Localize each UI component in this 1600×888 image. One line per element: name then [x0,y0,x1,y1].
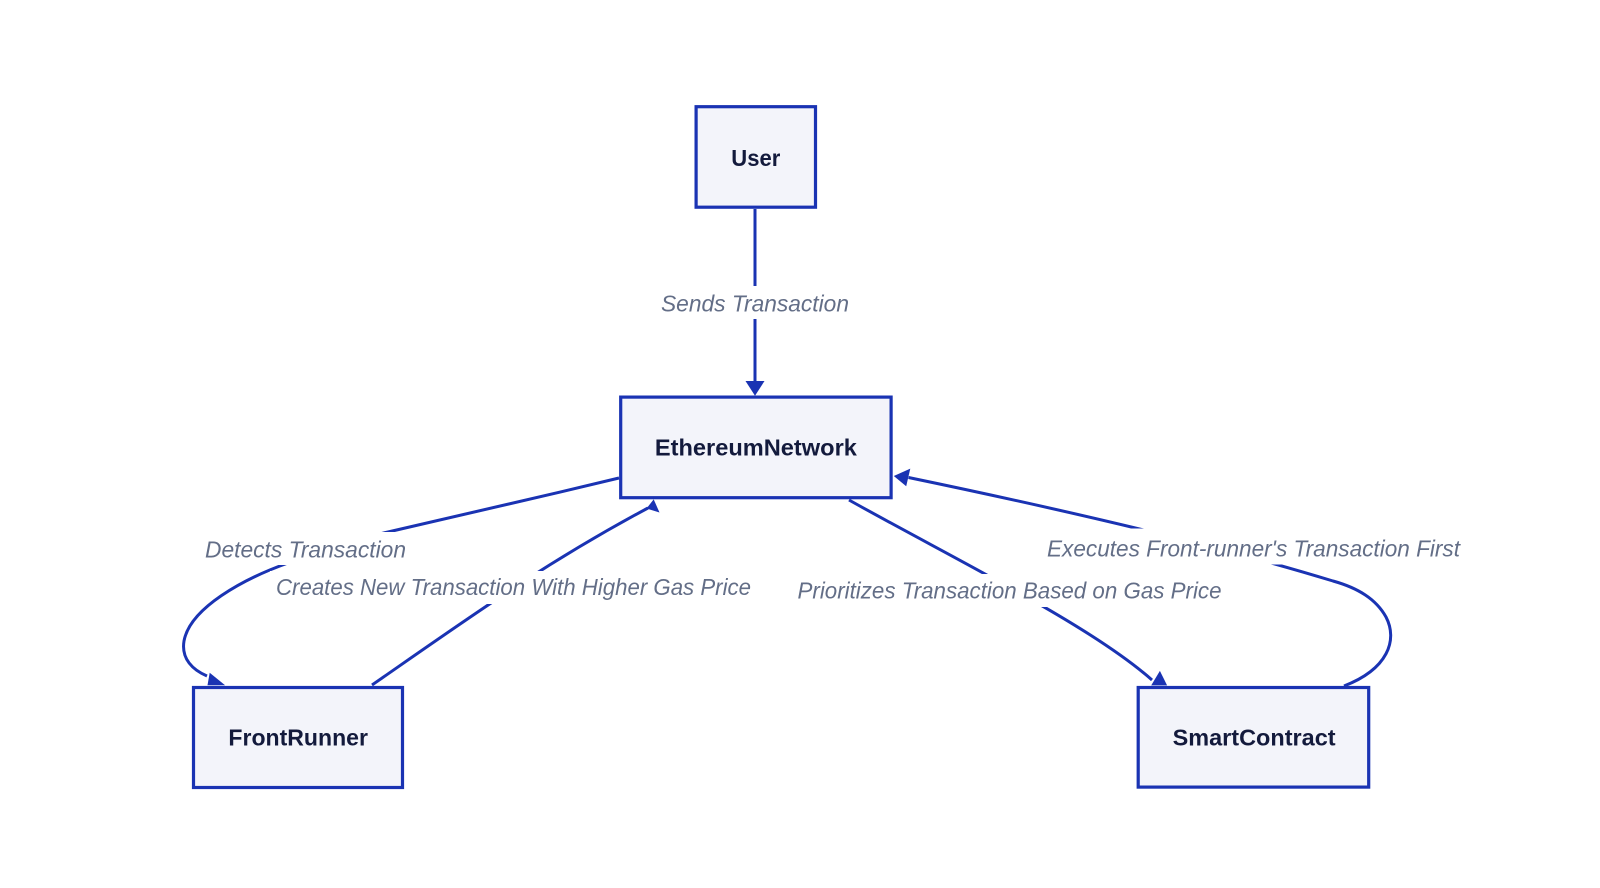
svg-text:EthereumNetwork: EthereumNetwork [655,435,857,461]
svg-text:Executes Front-runner's Transa: Executes Front-runner's Transaction Firs… [1047,536,1462,562]
svg-text:Detects Transaction: Detects Transaction [205,537,406,563]
svg-text:SmartContract: SmartContract [1173,725,1336,751]
svg-text:User: User [731,145,780,171]
svg-text:Prioritizes Transaction Based: Prioritizes Transaction Based on Gas Pri… [798,578,1222,604]
svg-text:Sends Transaction: Sends Transaction [661,291,849,317]
svg-text:Creates New Transaction With H: Creates New Transaction With Higher Gas … [276,574,751,600]
svg-text:FrontRunner: FrontRunner [228,725,368,751]
